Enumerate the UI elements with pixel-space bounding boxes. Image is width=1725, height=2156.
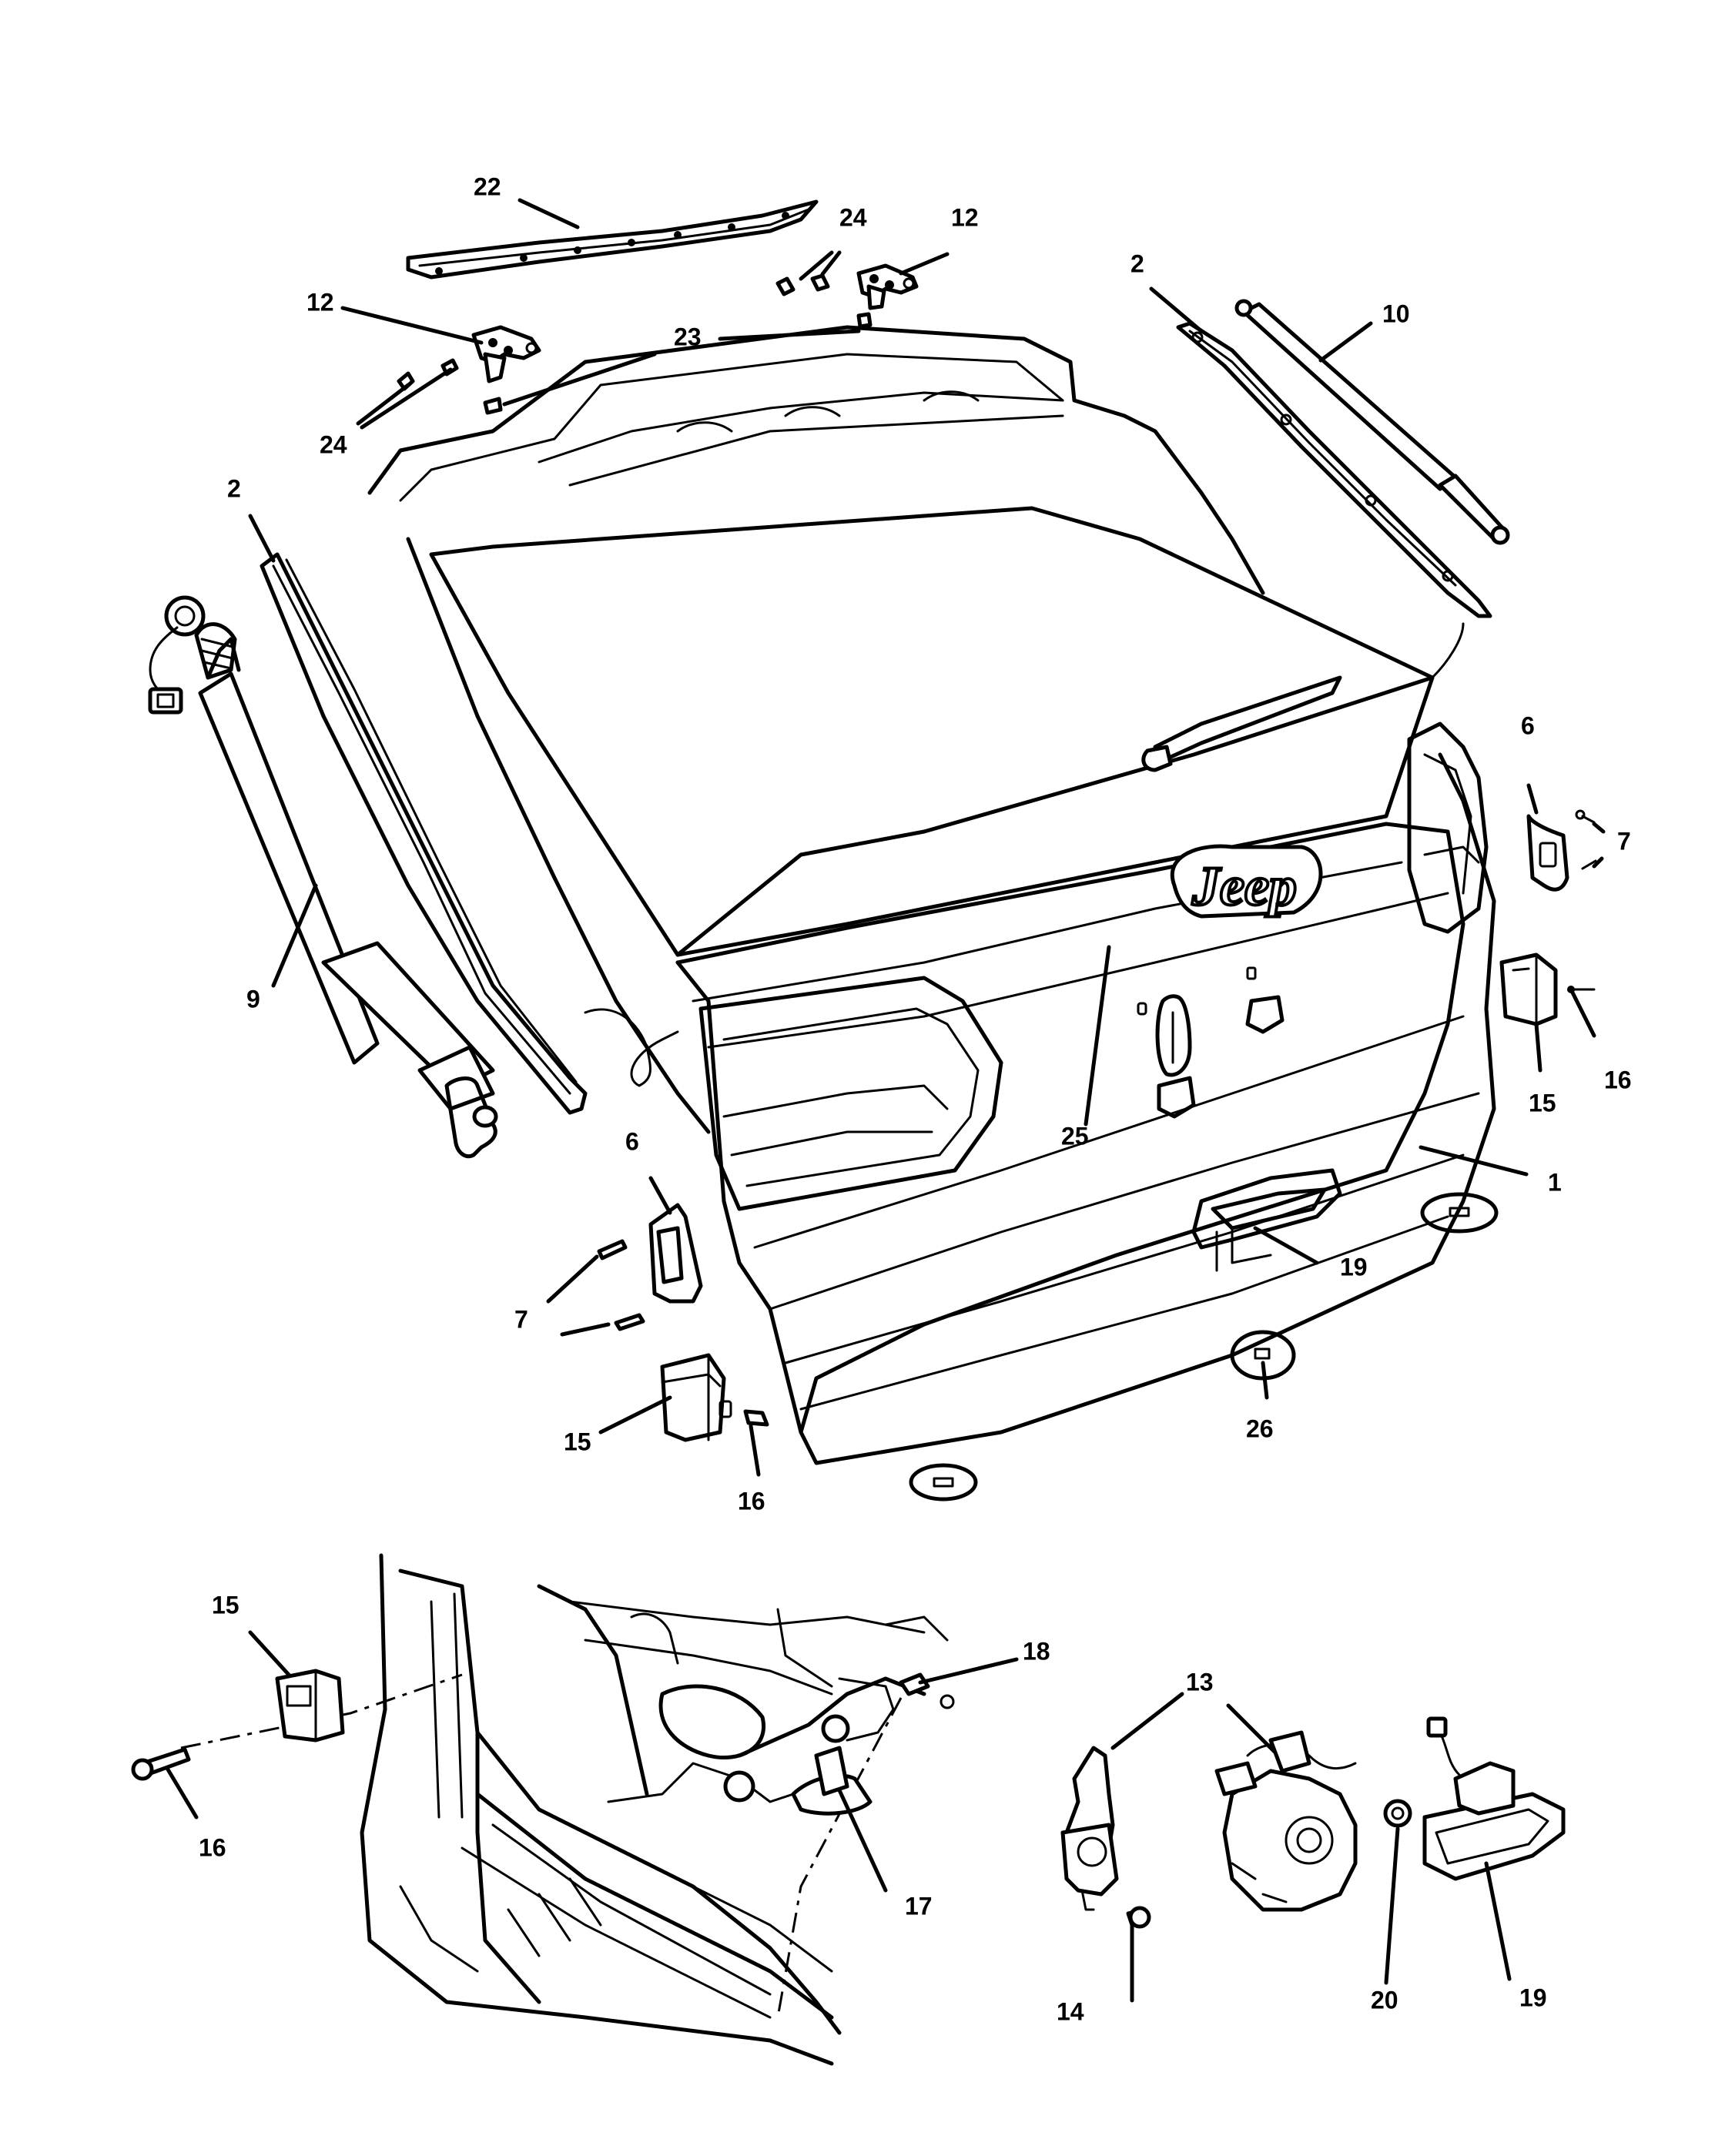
latch-13-main bbox=[1214, 1730, 1358, 1912]
pins-7-left bbox=[597, 1239, 645, 1331]
bumper-15-lower bbox=[275, 1669, 345, 1743]
callout-17: 17 bbox=[905, 1892, 933, 1920]
power-liftgate-strut bbox=[148, 595, 498, 1159]
pins-7-right bbox=[1575, 809, 1597, 870]
right-weatherstrip bbox=[1176, 321, 1492, 618]
jeep-emblem-text: Jeep bbox=[1191, 855, 1297, 917]
callout-12-left: 12 bbox=[306, 288, 334, 316]
callout-16-lower: 16 bbox=[199, 1833, 226, 1861]
callout-24-top: 24 bbox=[839, 203, 867, 231]
screw-14 bbox=[1126, 1906, 1151, 1929]
striker-17 bbox=[791, 1746, 873, 1816]
callout-13: 13 bbox=[1186, 1668, 1214, 1696]
hinge-left bbox=[471, 325, 541, 383]
callout-2-left: 2 bbox=[227, 474, 241, 502]
gas-support-strut bbox=[1234, 299, 1510, 545]
latch-13-actuator bbox=[1060, 1746, 1119, 1911]
alignment-lines bbox=[180, 1673, 903, 2018]
bumper-15-left bbox=[660, 1353, 732, 1442]
callout-14: 14 bbox=[1057, 1997, 1084, 2025]
leader-lines bbox=[166, 198, 1606, 2003]
callout-7-right: 7 bbox=[1617, 827, 1631, 855]
jeep-emblem: Jeep bbox=[1171, 844, 1323, 919]
callout-26: 26 bbox=[1246, 1414, 1274, 1442]
bolt-16-lower bbox=[131, 1747, 191, 1781]
callout-23: 23 bbox=[674, 323, 702, 350]
plugs bbox=[909, 1192, 1499, 1502]
callout-10: 10 bbox=[1382, 300, 1410, 327]
vehicle-body-inset bbox=[360, 1553, 949, 2066]
callout-9: 9 bbox=[246, 985, 260, 1013]
callout-15-right: 15 bbox=[1529, 1089, 1556, 1116]
hinge-bolts-24 bbox=[397, 273, 830, 391]
bumper-15-right bbox=[1499, 952, 1596, 1026]
callout-20: 20 bbox=[1371, 1986, 1398, 2014]
liftgate-assembly: Jeep bbox=[367, 325, 1496, 1465]
left-weatherstrip bbox=[260, 552, 679, 1115]
callout-19-top: 19 bbox=[1340, 1253, 1368, 1281]
callout-25: 25 bbox=[1061, 1122, 1089, 1150]
trim-cover-6-left bbox=[648, 1203, 703, 1304]
callout-labels: 22 24 12 12 23 24 2 10 2 9 25 6 7 16 15 … bbox=[199, 172, 1632, 2025]
callout-1: 1 bbox=[1548, 1168, 1562, 1196]
callout-15-lower: 15 bbox=[212, 1591, 239, 1619]
callout-15-left: 15 bbox=[564, 1428, 591, 1455]
handle-switch-19-lower bbox=[1422, 1716, 1566, 1881]
trim-cover-6-right bbox=[1526, 814, 1569, 892]
callout-16-left: 16 bbox=[738, 1487, 765, 1515]
callout-18: 18 bbox=[1023, 1637, 1050, 1665]
callout-12-right: 12 bbox=[951, 203, 979, 231]
callout-22: 22 bbox=[474, 172, 501, 200]
clips-23 bbox=[483, 312, 873, 415]
callout-6-left: 6 bbox=[625, 1127, 639, 1155]
callout-24-left: 24 bbox=[320, 430, 347, 458]
callout-7-left: 7 bbox=[514, 1305, 528, 1333]
callout-19-lower: 19 bbox=[1519, 1984, 1547, 2011]
roof-header-trim bbox=[406, 199, 819, 280]
grommet-20 bbox=[1383, 1799, 1412, 1828]
callout-16-right: 16 bbox=[1604, 1066, 1632, 1093]
bolt-16-left bbox=[743, 1409, 769, 1427]
callout-2-right: 2 bbox=[1130, 249, 1144, 277]
hinge-right bbox=[856, 263, 919, 310]
switch-18 bbox=[899, 1672, 955, 1709]
callout-6-right: 6 bbox=[1521, 711, 1535, 739]
